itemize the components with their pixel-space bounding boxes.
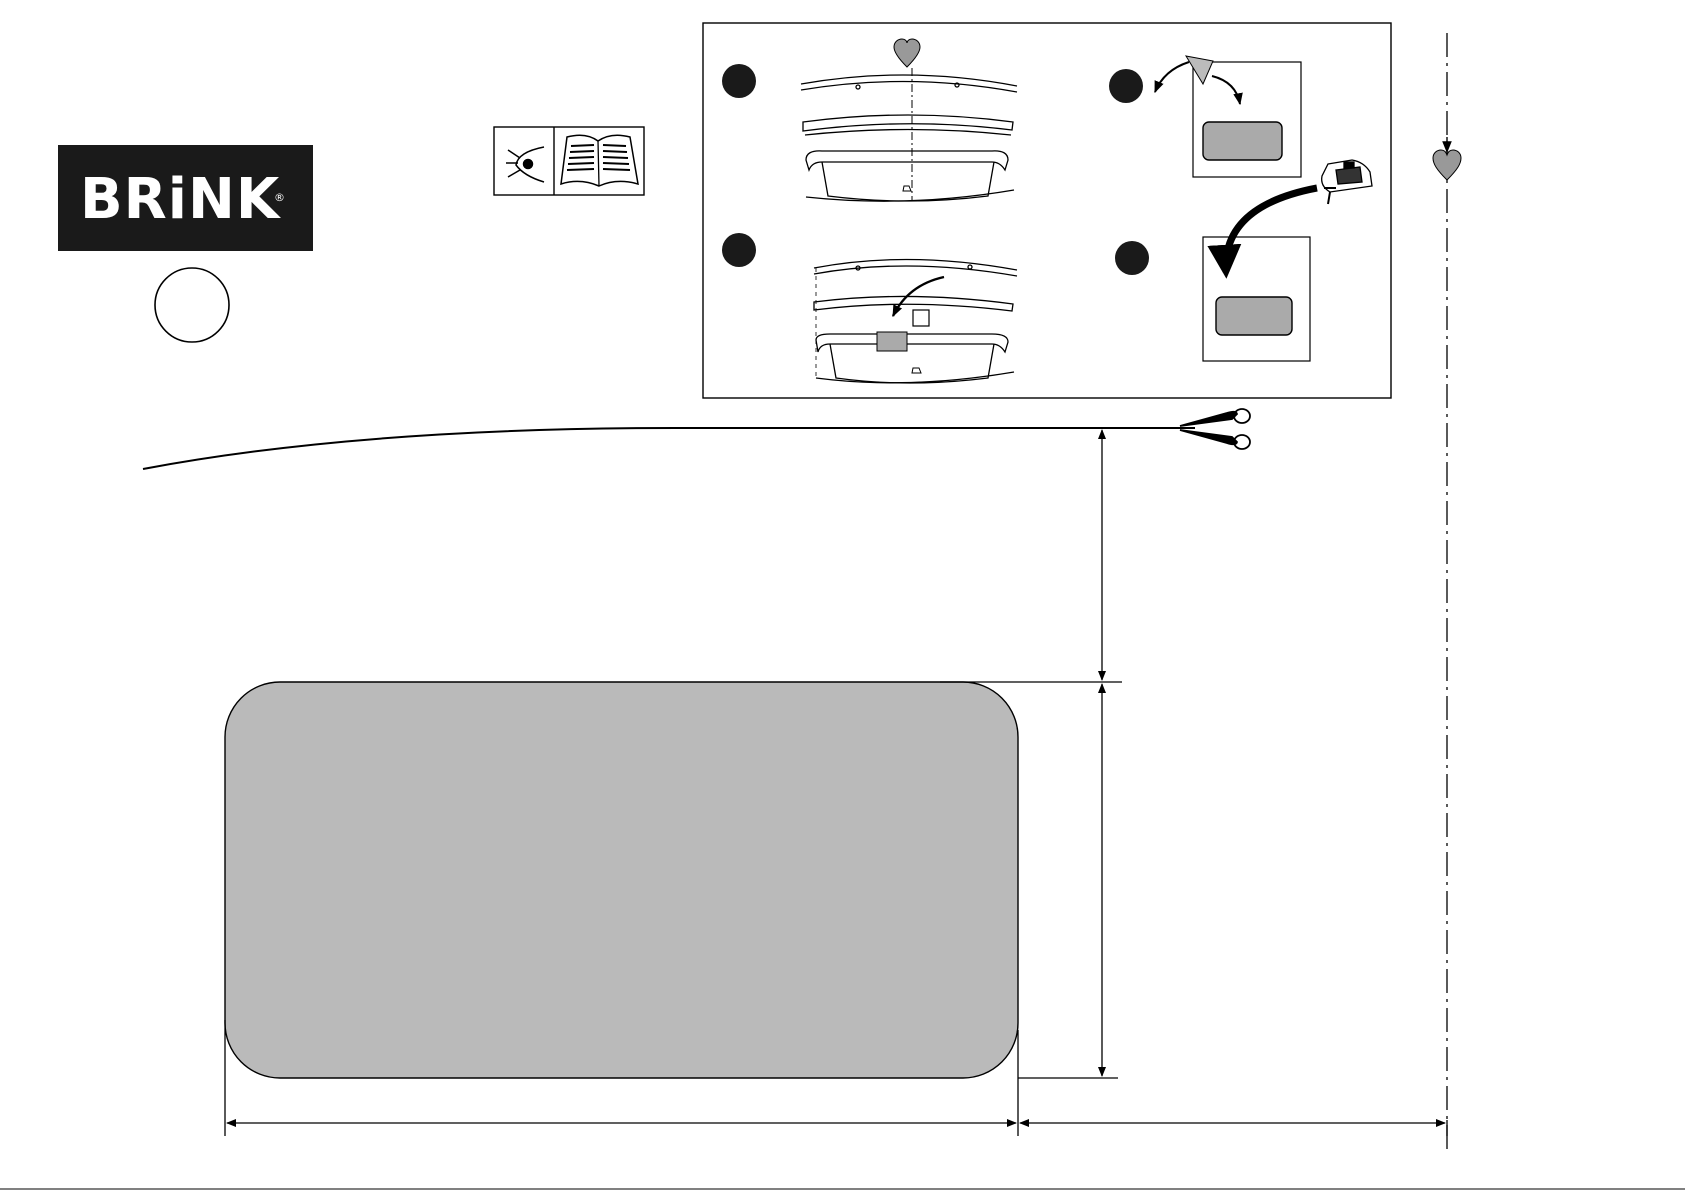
heart-icon [1433,150,1461,180]
step-marker-2 [722,233,756,267]
brink-logo: BRiNK ® [58,145,313,251]
open-book-icon [561,135,638,186]
cutout-template [225,682,1018,1078]
step-marker-3 [1109,69,1143,103]
logo-text: BRiNK [80,167,282,232]
registered-mark: ® [274,191,285,204]
step-marker-1 [722,64,756,98]
read-manual-icon [494,127,644,195]
template-placed-marker [877,332,907,351]
step-marker-4 [1115,241,1149,275]
instruction-panel [703,23,1391,398]
blank-circle-marker [155,268,229,342]
bumper-contour-line [143,428,1195,469]
